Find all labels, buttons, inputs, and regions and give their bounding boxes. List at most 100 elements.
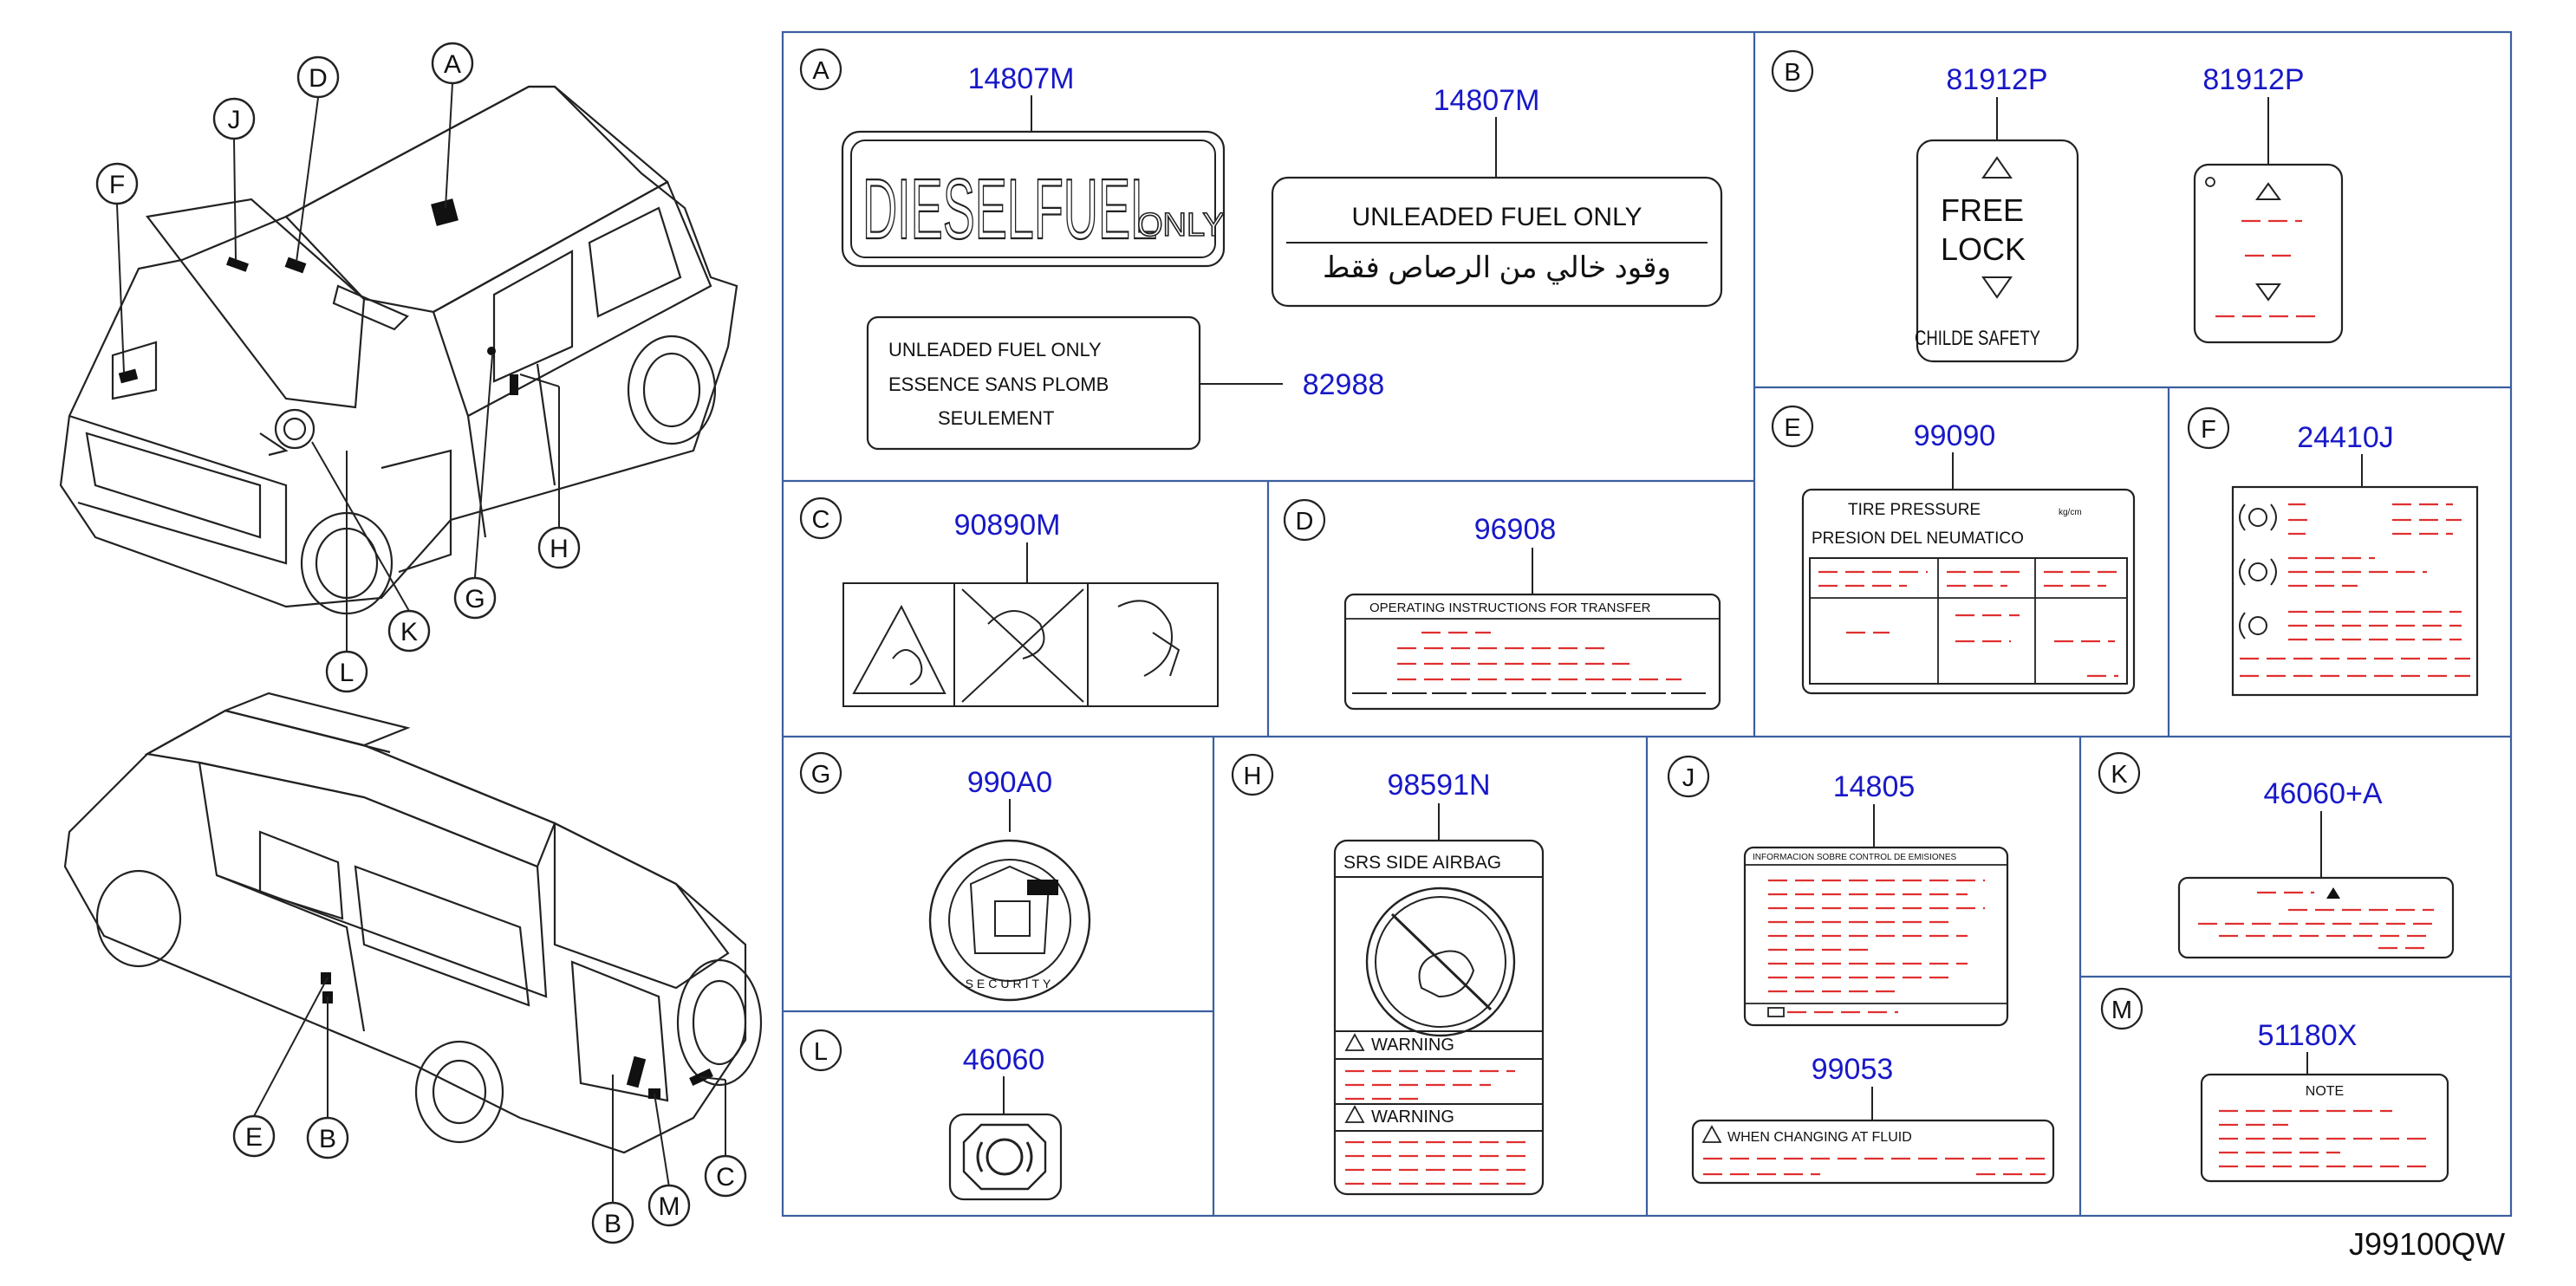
front-callout-letters: A D J F G H K L xyxy=(109,50,569,687)
emission-header-text: INFORMACION SOBRE CONTROL DE EMISIONES xyxy=(1753,853,1957,862)
part-number-46060: 46060 xyxy=(963,1043,1045,1076)
note-label: NOTE xyxy=(2200,1073,2449,1183)
childe-safety-text: CHILDE SAFETY xyxy=(1915,327,2040,350)
callout-f: F xyxy=(109,171,125,199)
brake-info-label xyxy=(2177,876,2455,959)
panel-letter-circles xyxy=(799,48,2230,1072)
diesel-only-text: ONLY xyxy=(1137,207,1225,244)
rear-leader-lines xyxy=(253,977,726,1203)
part-number-14807m-2: 14807M xyxy=(1434,84,1540,117)
diesel-fuel-label: DIESELFUEL ONLY xyxy=(841,130,1225,268)
fuse-info-label xyxy=(2231,485,2479,697)
panel-a: 14807M DIESELFUEL ONLY 14807M UNLEADED F… xyxy=(841,62,1723,451)
part-number-90890m: 90890M xyxy=(954,509,1061,542)
part-number-990a0: 990A0 xyxy=(967,766,1052,799)
panel-g: 990A0 SECURITY xyxy=(928,766,1091,1002)
panel-l: 46060 xyxy=(948,1043,1063,1201)
part-number-96908: 96908 xyxy=(1474,513,1557,546)
callout-l: L xyxy=(340,659,355,687)
part-number-81912p-2: 81912P xyxy=(2202,63,2304,96)
free-text: FREE xyxy=(1941,192,2024,228)
transfer-header-text: OPERATING INSTRUCTIONS FOR TRANSFER xyxy=(1369,601,1651,615)
callout-k: K xyxy=(400,618,418,646)
arabic-text: وقود خالي من الرصاص فقط xyxy=(1323,251,1671,285)
rear-label-marks xyxy=(321,972,713,1099)
security-seal-label: SECURITY xyxy=(928,839,1091,1002)
fluid-caution-text: WHEN CHANGING AT FLUID xyxy=(1727,1130,1912,1145)
front-callout-circles xyxy=(95,42,581,693)
panel-letter-g: G xyxy=(811,761,831,789)
panel-letter-a: A xyxy=(812,57,829,85)
srs-airbag-label: SRS SIDE AIRBAG WARNING WARNING xyxy=(1333,839,1545,1196)
callout-h: H xyxy=(550,535,569,563)
panel-e: 99090 TIRE PRESSURE kg/cm PRESION DEL NE… xyxy=(1801,419,2136,695)
warning-text-2: WARNING xyxy=(1371,1107,1454,1127)
panel-letter-e: E xyxy=(1784,414,1800,442)
callout-j: J xyxy=(228,106,241,134)
essence-line-2: ESSENCE SANS PLOMB xyxy=(888,373,1109,395)
panel-k: 46060+A xyxy=(2177,777,2455,959)
presion-neumatico-text: PRESION DEL NEUMATICO xyxy=(1812,529,2024,548)
panel-c: 90890M xyxy=(842,509,1219,707)
part-number-14805: 14805 xyxy=(1833,770,1916,803)
diesel-fuel-text: DIESELFUEL xyxy=(862,161,1157,257)
panel-letter-h: H xyxy=(1244,763,1262,790)
panel-letter-k: K xyxy=(2111,761,2128,789)
child-lock-label: FREE LOCK CHILDE SAFETY xyxy=(1915,139,2079,363)
essence-line-3: SEULEMENT xyxy=(938,407,1054,429)
panel-b: 81912P FREE LOCK CHILDE SAFETY 81912P xyxy=(1915,63,2344,363)
callout-d: D xyxy=(309,64,328,93)
panel-grid xyxy=(781,30,2513,1218)
vehicle-front-view xyxy=(59,85,738,615)
child-lock-label-alt xyxy=(2193,163,2344,344)
srs-title-text: SRS SIDE AIRBAG xyxy=(1343,853,1501,873)
panel-m: 51180X NOTE xyxy=(2200,1019,2449,1183)
panel-letters: A B C D E F G H J K L M xyxy=(811,57,2216,1066)
part-number-46060-a: 46060+A xyxy=(2263,777,2382,810)
emission-control-label: INFORMACION SOBRE CONTROL DE EMISIONES xyxy=(1743,846,2009,1027)
panel-letter-j: J xyxy=(1682,764,1695,792)
note-text: NOTE xyxy=(2306,1084,2344,1099)
warning-text-1: WARNING xyxy=(1371,1036,1454,1055)
transfer-instructions-label: OPERATING INSTRUCTIONS FOR TRANSFER xyxy=(1343,593,1721,711)
panel-f: 24410J xyxy=(2231,421,2479,697)
fluid-caution-label: WHEN CHANGING AT FLUID xyxy=(1691,1119,2055,1185)
front-label-marks xyxy=(118,198,518,395)
panel-letter-d: D xyxy=(1296,508,1314,536)
panel-letter-b: B xyxy=(1784,59,1800,87)
callout-b-upper: B xyxy=(319,1125,336,1153)
tire-pressure-text: TIRE PRESSURE xyxy=(1848,501,1981,519)
front-leader-lines xyxy=(116,82,560,652)
panel-letter-l: L xyxy=(814,1038,828,1066)
callout-e: E xyxy=(245,1123,263,1152)
vehicle-rear-view xyxy=(63,692,763,1154)
part-number-14807m-1: 14807M xyxy=(968,62,1075,95)
rear-callout-circles xyxy=(232,1114,747,1244)
callout-g: G xyxy=(465,585,485,614)
panel-d: 96908 OPERATING INSTRUCTIONS FOR TRANSFE… xyxy=(1343,513,1721,711)
tire-pressure-label: TIRE PRESSURE kg/cm PRESION DEL NEUMATIC… xyxy=(1801,488,2136,695)
panel-j: 14805 INFORMACION SOBRE CONTROL DE EMISI… xyxy=(1691,770,2055,1185)
security-ring-text: SECURITY xyxy=(966,977,1055,990)
part-number-99053: 99053 xyxy=(1812,1053,1894,1086)
unleaded-arabic-label: UNLEADED FUEL ONLY وقود خالي من الرصاص ف… xyxy=(1271,176,1723,308)
panel-letter-f: F xyxy=(2201,416,2216,444)
sensor-icons xyxy=(2239,503,2277,640)
callout-a: A xyxy=(444,50,461,79)
lock-text: LOCK xyxy=(1941,231,2026,267)
panel-letter-m: M xyxy=(2111,997,2132,1024)
part-number-51180x: 51180X xyxy=(2258,1019,2358,1052)
callout-m: M xyxy=(659,1192,680,1221)
brake-warning-label xyxy=(948,1113,1063,1201)
part-number-81912p-1: 81912P xyxy=(1946,63,2047,96)
unleaded-text: UNLEADED FUEL ONLY xyxy=(1351,203,1642,231)
part-number-99090: 99090 xyxy=(1914,419,1996,452)
panel-h: 98591N SRS SIDE AIRBAG WARNING WARNING xyxy=(1333,769,1545,1196)
callout-c: C xyxy=(716,1163,735,1192)
part-number-98591n: 98591N xyxy=(1387,769,1490,802)
diagram-code: J99100QW xyxy=(2349,1226,2506,1262)
part-number-82988: 82988 xyxy=(1303,368,1385,401)
essence-line-1: UNLEADED FUEL ONLY xyxy=(888,339,1102,360)
tire-unit-text: kg/cm xyxy=(2059,508,2082,517)
